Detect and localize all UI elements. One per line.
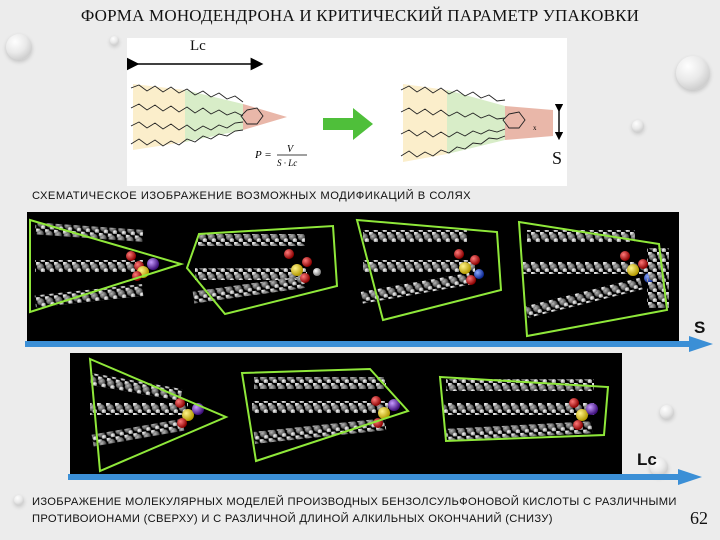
molecular-models-counterions-panel (27, 212, 679, 342)
counterion-models (29, 218, 669, 338)
water-drop-decoration (660, 405, 674, 419)
atom-x-label: x (533, 124, 537, 132)
s-schematic-label: S (552, 148, 563, 168)
formula-numerator: V (287, 144, 295, 155)
alkyl-chains-right (400, 85, 526, 158)
aromatic-zone-right (447, 90, 505, 154)
page-number: 62 (690, 508, 708, 528)
molecule-model-2 (185, 224, 339, 316)
polar-zone-left (243, 104, 287, 130)
monodendron-schematic: P = V S · Lc x (126, 38, 567, 186)
lc-axis-label: Lc (637, 450, 657, 469)
s-axis-arrow (25, 336, 713, 352)
formula-denominator: S · Lc (277, 158, 297, 168)
molecule-model-1 (29, 218, 185, 314)
water-drop-decoration (650, 458, 668, 476)
slide-title: ФОРМА МОНОДЕНДРОНА И КРИТИЧЕСКИЙ ПАРАМЕТ… (80, 6, 640, 25)
formula-p: P = (254, 149, 272, 161)
chain-length-models (88, 357, 610, 473)
alkyl-zone-right (403, 84, 447, 162)
alkyl-zone-left (133, 84, 185, 150)
molecule-model-short-chain (88, 357, 229, 473)
schematic-drawing: P = V S · Lc x (126, 57, 564, 168)
lc-axis-arrow (68, 469, 702, 485)
molecule-model-long-chain (438, 375, 610, 443)
molecule-model-4 (517, 220, 669, 338)
water-drop-decoration (14, 495, 24, 505)
transition-arrow-icon (323, 108, 373, 140)
schematic-caption: СХЕМАТИЧЕСКОЕ ИЗОБРАЖЕНИЕ ВОЗМОЖНЫХ МОДИ… (32, 190, 472, 202)
water-drop-decoration (6, 34, 32, 60)
water-drop-decoration (632, 120, 644, 132)
molecular-models-chain-length-panel (70, 353, 622, 475)
polar-zone-right (505, 106, 553, 140)
lc-schematic-label: Lc (190, 38, 206, 54)
molecular-models-caption: ИЗОБРАЖЕНИЕ МОЛЕКУЛЯРНЫХ МОДЕЛЕЙ ПРОИЗВО… (32, 496, 677, 525)
s-axis-label: S (694, 318, 706, 337)
alkyl-chains-left (130, 84, 264, 147)
molecule-model-medium-chain (240, 367, 410, 463)
molecule-model-3 (355, 218, 503, 322)
aromatic-zone-left (185, 90, 243, 142)
water-drop-decoration (676, 56, 710, 90)
water-drop-decoration (110, 36, 119, 45)
